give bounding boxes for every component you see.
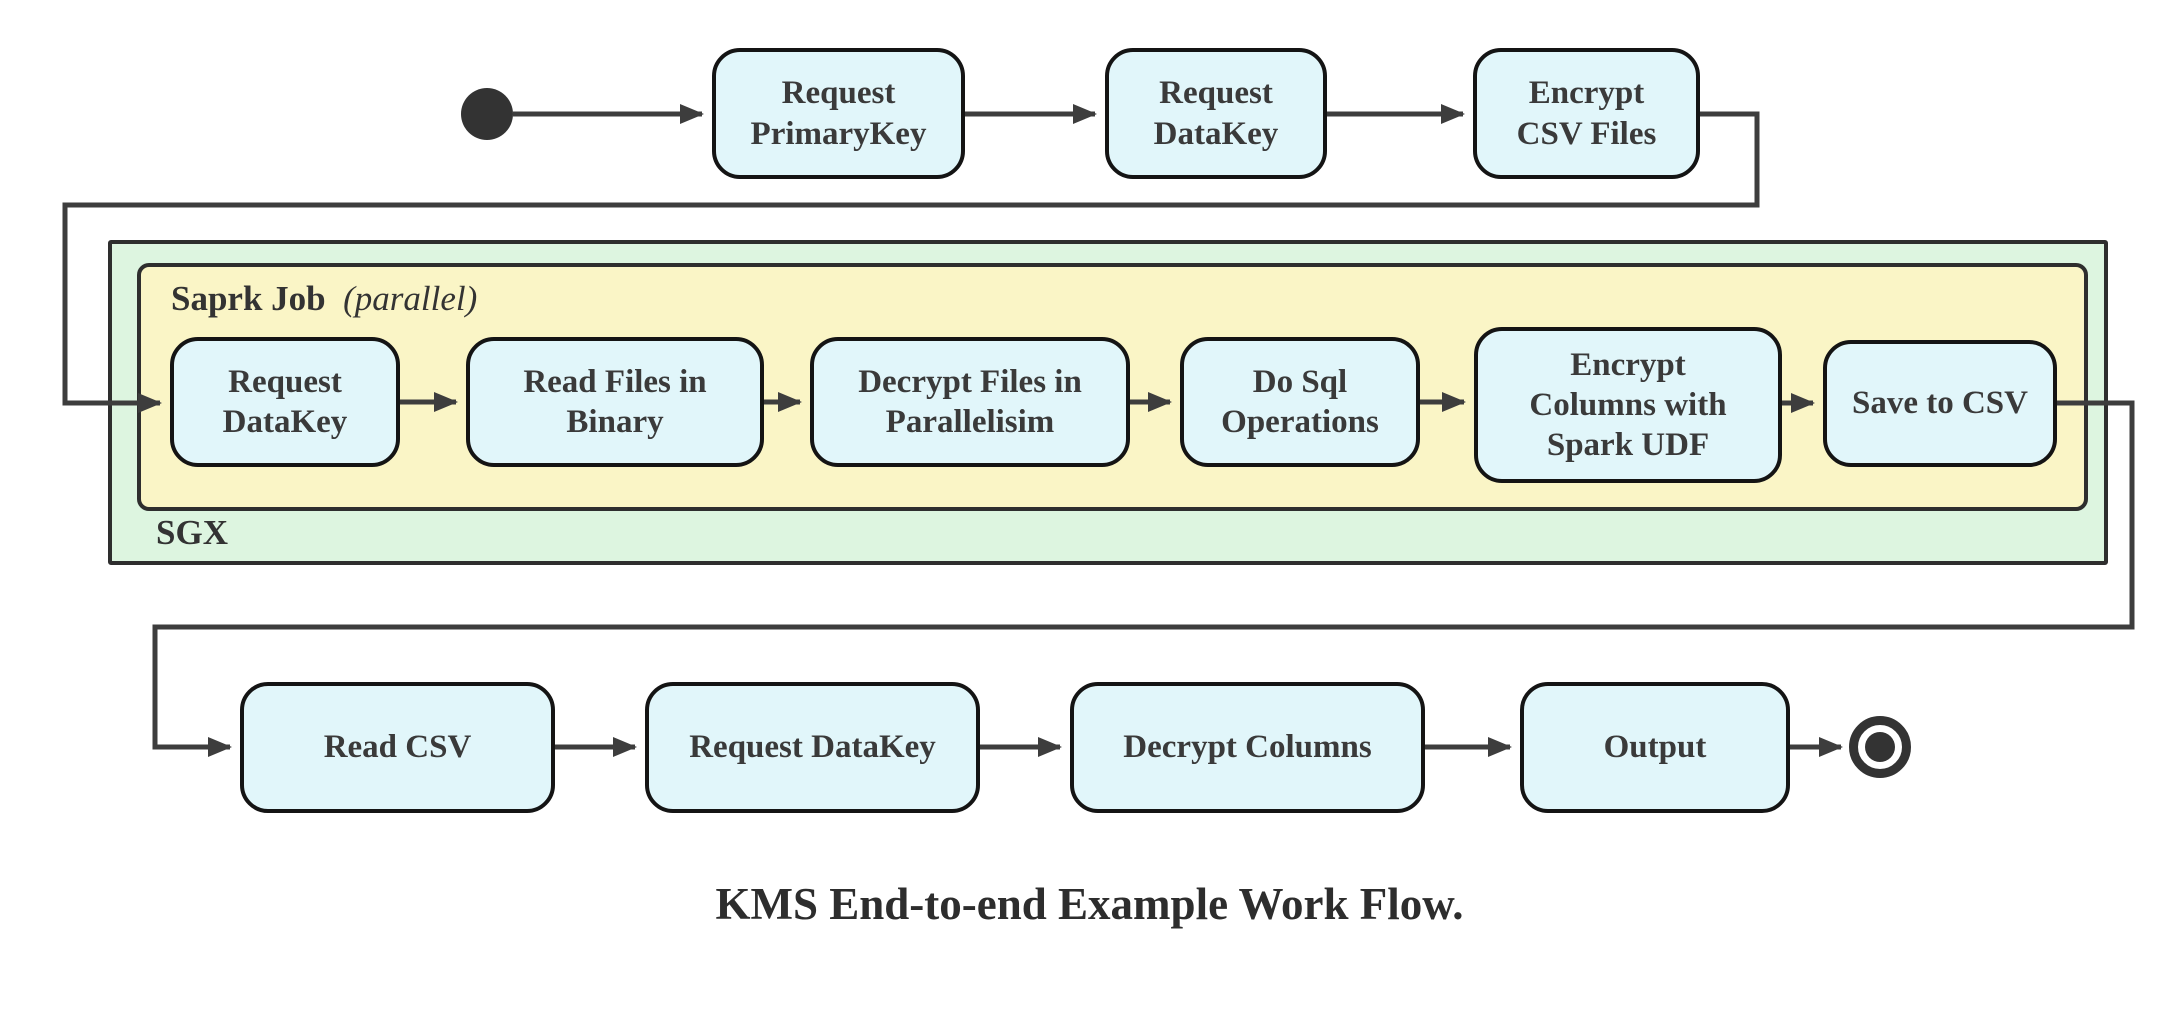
node-request-datakey-bottom: Request DataKey	[645, 682, 980, 813]
node-output: Output	[1520, 682, 1790, 813]
diagram-caption: KMS End-to-end Example Work Flow.	[715, 879, 1464, 929]
spark-job-parallel-note: (parallel)	[343, 279, 478, 318]
node-request-datakey-sgx: Request DataKey	[170, 337, 400, 467]
end-state-icon	[1849, 716, 1911, 778]
spark-job-title: Saprk Job	[171, 279, 335, 318]
node-encrypt-csv-files: Encrypt CSV Files	[1473, 48, 1700, 179]
node-read-csv: Read CSV	[240, 682, 555, 813]
node-decrypt-columns: Decrypt Columns	[1070, 682, 1425, 813]
node-do-sql-operations: Do Sql Operations	[1180, 337, 1420, 467]
spark-job-label: Saprk Job (parallel)	[171, 279, 477, 319]
node-save-to-csv: Save to CSV	[1823, 340, 2057, 467]
node-decrypt-files-in-parallelisim: Decrypt Files in Parallelisim	[810, 337, 1130, 467]
node-read-files-in-binary: Read Files in Binary	[466, 337, 764, 467]
node-request-datakey-top: Request DataKey	[1105, 48, 1327, 179]
start-state-icon	[461, 88, 513, 140]
end-state-inner-dot	[1865, 732, 1895, 762]
sgx-label: SGX	[156, 513, 228, 552]
node-request-primarykey: Request PrimaryKey	[712, 48, 965, 179]
node-encrypt-columns-with-spark-udf: Encrypt Columns with Spark UDF	[1474, 327, 1782, 483]
